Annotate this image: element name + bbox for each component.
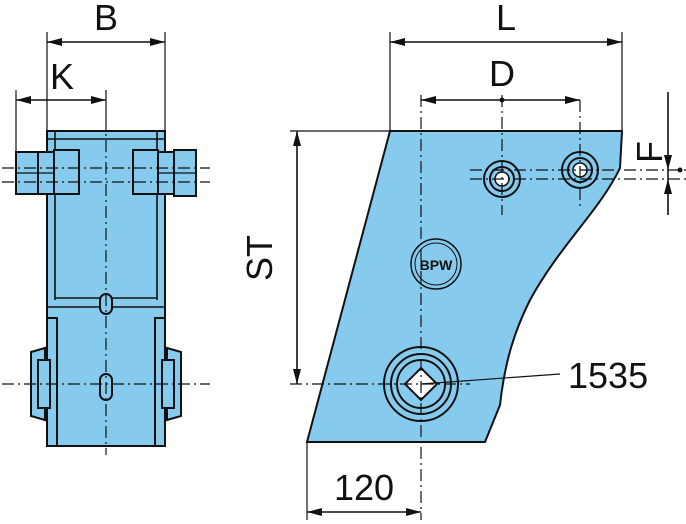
dimension-ST-label: ST xyxy=(239,235,280,281)
side-view: BPW L D F ST 1535 xyxy=(239,0,686,520)
dimension-L-label: L xyxy=(496,0,516,38)
bushing-size-label: 1535 xyxy=(568,355,648,396)
bracket-body-side xyxy=(305,130,624,443)
dimension-B-label: B xyxy=(94,0,118,38)
front-view: B K xyxy=(2,0,210,455)
logo-text: BPW xyxy=(420,257,453,273)
dimension-F-label: F xyxy=(629,141,670,163)
dimension-D-label: D xyxy=(489,53,515,94)
dimension-120-label: 120 xyxy=(334,467,394,508)
dimension-K-label: K xyxy=(50,56,74,97)
bpw-logo-icon: BPW xyxy=(410,238,462,290)
